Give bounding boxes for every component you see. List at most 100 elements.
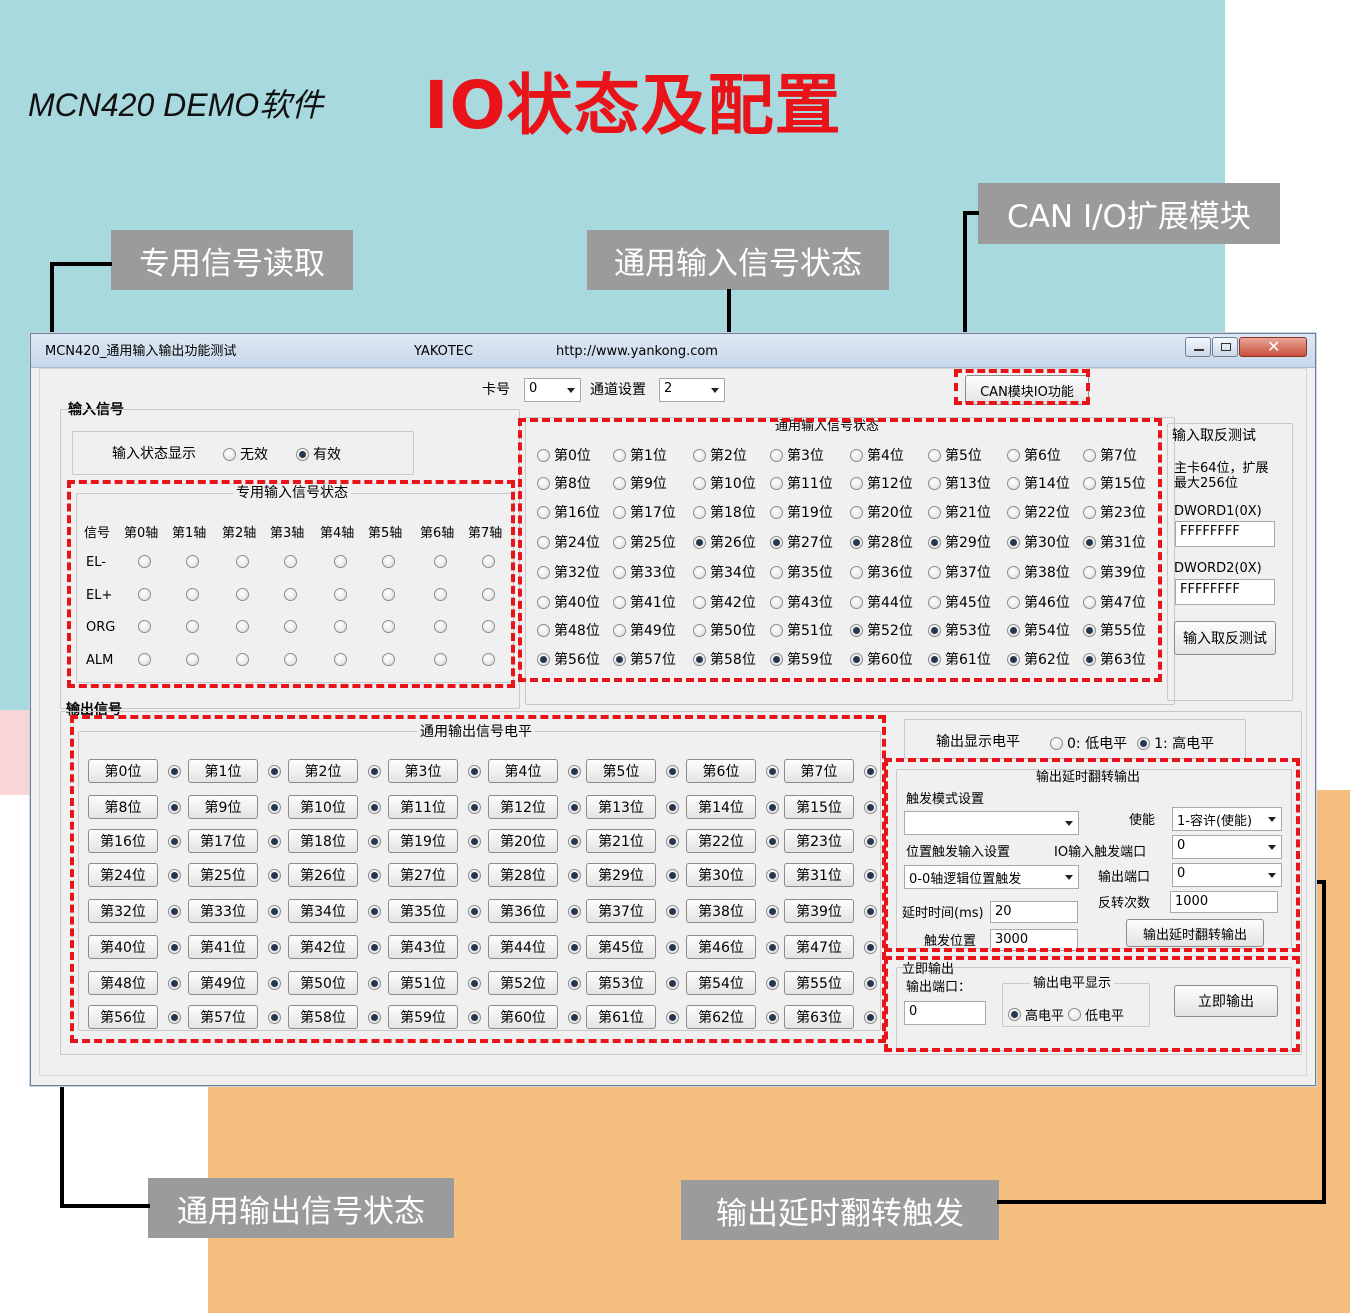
input-bit-19[interactable]: 第19位 — [770, 502, 833, 522]
output-bit-19-button[interactable]: 第19位 — [388, 829, 458, 853]
channel-select[interactable]: 2 — [659, 378, 725, 402]
input-bit-59[interactable]: 第59位 — [770, 649, 833, 669]
input-bit-48[interactable]: 第48位 — [537, 620, 600, 640]
output-bit-40-button[interactable]: 第40位 — [88, 935, 158, 959]
output-bit-21-button[interactable]: 第21位 — [586, 829, 656, 853]
input-bit-22[interactable]: 第22位 — [1007, 502, 1070, 522]
output-bit-9-button[interactable]: 第9位 — [188, 795, 258, 819]
maximize-icon[interactable] — [1212, 337, 1238, 357]
input-bit-51[interactable]: 第51位 — [770, 620, 833, 640]
output-bit-34-button[interactable]: 第34位 — [288, 899, 358, 923]
immediate-output-button[interactable]: 立即输出 — [1174, 985, 1278, 1017]
input-bit-52[interactable]: 第52位 — [850, 620, 913, 640]
output-bit-10-button[interactable]: 第10位 — [288, 795, 358, 819]
output-bit-44-button[interactable]: 第44位 — [488, 935, 558, 959]
minimize-icon[interactable] — [1185, 337, 1211, 357]
input-bit-17[interactable]: 第17位 — [613, 502, 676, 522]
input-bit-16[interactable]: 第16位 — [537, 502, 600, 522]
output-bit-63-button[interactable]: 第63位 — [784, 1005, 854, 1029]
input-bit-34[interactable]: 第34位 — [693, 562, 756, 582]
input-bit-29[interactable]: 第29位 — [928, 532, 991, 552]
immediate-port-field[interactable]: 0 — [904, 1001, 986, 1025]
output-bit-60-button[interactable]: 第60位 — [488, 1005, 558, 1029]
output-bit-56-button[interactable]: 第56位 — [88, 1005, 158, 1029]
input-bit-5[interactable]: 第5位 — [928, 445, 982, 465]
input-bit-35[interactable]: 第35位 — [770, 562, 833, 582]
delay-output-button[interactable]: 输出延时翻转输出 — [1126, 919, 1264, 947]
radio-option[interactable]: 1: 高电平 — [1137, 733, 1214, 753]
output-bit-39-button[interactable]: 第39位 — [784, 899, 854, 923]
output-bit-62-button[interactable]: 第62位 — [686, 1005, 756, 1029]
output-bit-50-button[interactable]: 第50位 — [288, 971, 358, 995]
input-bit-62[interactable]: 第62位 — [1007, 649, 1070, 669]
input-bit-14[interactable]: 第14位 — [1007, 473, 1070, 493]
output-bit-25-button[interactable]: 第25位 — [188, 863, 258, 887]
enable-select[interactable]: 1-容许(使能) — [1172, 807, 1282, 831]
output-bit-49-button[interactable]: 第49位 — [188, 971, 258, 995]
output-bit-58-button[interactable]: 第58位 — [288, 1005, 358, 1029]
input-bit-32[interactable]: 第32位 — [537, 562, 600, 582]
input-bit-10[interactable]: 第10位 — [693, 473, 756, 493]
trigger-mode-select[interactable] — [904, 811, 1079, 835]
output-bit-26-button[interactable]: 第26位 — [288, 863, 358, 887]
input-bit-27[interactable]: 第27位 — [770, 532, 833, 552]
input-bit-38[interactable]: 第38位 — [1007, 562, 1070, 582]
output-bit-53-button[interactable]: 第53位 — [586, 971, 656, 995]
output-bit-31-button[interactable]: 第31位 — [784, 863, 854, 887]
input-bit-36[interactable]: 第36位 — [850, 562, 913, 582]
output-bit-0-button[interactable]: 第0位 — [88, 759, 158, 783]
output-bit-22-button[interactable]: 第22位 — [686, 829, 756, 853]
input-bit-2[interactable]: 第2位 — [693, 445, 747, 465]
radio-option[interactable]: 有效 — [296, 444, 341, 464]
output-bit-46-button[interactable]: 第46位 — [686, 935, 756, 959]
output-bit-14-button[interactable]: 第14位 — [686, 795, 756, 819]
input-bit-55[interactable]: 第55位 — [1083, 620, 1146, 640]
input-bit-30[interactable]: 第30位 — [1007, 532, 1070, 552]
output-bit-47-button[interactable]: 第47位 — [784, 935, 854, 959]
input-bit-53[interactable]: 第53位 — [928, 620, 991, 640]
output-bit-15-button[interactable]: 第15位 — [784, 795, 854, 819]
output-bit-35-button[interactable]: 第35位 — [388, 899, 458, 923]
input-bit-15[interactable]: 第15位 — [1083, 473, 1146, 493]
output-bit-38-button[interactable]: 第38位 — [686, 899, 756, 923]
logic-pos-trigger-select[interactable]: 0-0轴逻辑位置触发 — [904, 865, 1079, 889]
output-bit-48-button[interactable]: 第48位 — [88, 971, 158, 995]
output-bit-54-button[interactable]: 第54位 — [686, 971, 756, 995]
input-bit-28[interactable]: 第28位 — [850, 532, 913, 552]
close-icon[interactable]: ✕ — [1239, 337, 1307, 357]
input-bit-13[interactable]: 第13位 — [928, 473, 991, 493]
input-bit-31[interactable]: 第31位 — [1083, 532, 1146, 552]
output-bit-8-button[interactable]: 第8位 — [88, 795, 158, 819]
flip-count-field[interactable]: 1000 — [1170, 891, 1278, 913]
output-bit-5-button[interactable]: 第5位 — [586, 759, 656, 783]
output-bit-23-button[interactable]: 第23位 — [784, 829, 854, 853]
trigger-pos-field[interactable]: 3000 — [990, 929, 1078, 951]
output-bit-36-button[interactable]: 第36位 — [488, 899, 558, 923]
input-bit-8[interactable]: 第8位 — [537, 473, 591, 493]
input-bit-9[interactable]: 第9位 — [613, 473, 667, 493]
input-bit-58[interactable]: 第58位 — [693, 649, 756, 669]
output-bit-41-button[interactable]: 第41位 — [188, 935, 258, 959]
radio-option[interactable]: 高电平 — [1008, 1005, 1064, 1024]
output-bit-3-button[interactable]: 第3位 — [388, 759, 458, 783]
input-bit-42[interactable]: 第42位 — [693, 592, 756, 612]
output-bit-30-button[interactable]: 第30位 — [686, 863, 756, 887]
output-bit-45-button[interactable]: 第45位 — [586, 935, 656, 959]
delay-time-field[interactable]: 20 — [990, 901, 1078, 923]
input-bit-45[interactable]: 第45位 — [928, 592, 991, 612]
output-bit-52-button[interactable]: 第52位 — [488, 971, 558, 995]
input-bit-43[interactable]: 第43位 — [770, 592, 833, 612]
output-bit-28-button[interactable]: 第28位 — [488, 863, 558, 887]
input-bit-63[interactable]: 第63位 — [1083, 649, 1146, 669]
output-bit-2-button[interactable]: 第2位 — [288, 759, 358, 783]
output-bit-55-button[interactable]: 第55位 — [784, 971, 854, 995]
input-bit-60[interactable]: 第60位 — [850, 649, 913, 669]
output-port-select[interactable]: 0 — [1172, 863, 1282, 887]
input-bit-37[interactable]: 第37位 — [928, 562, 991, 582]
radio-option[interactable]: 无效 — [223, 444, 268, 464]
output-bit-16-button[interactable]: 第16位 — [88, 829, 158, 853]
output-bit-12-button[interactable]: 第12位 — [488, 795, 558, 819]
input-bit-54[interactable]: 第54位 — [1007, 620, 1070, 640]
input-bit-44[interactable]: 第44位 — [850, 592, 913, 612]
output-bit-32-button[interactable]: 第32位 — [88, 899, 158, 923]
